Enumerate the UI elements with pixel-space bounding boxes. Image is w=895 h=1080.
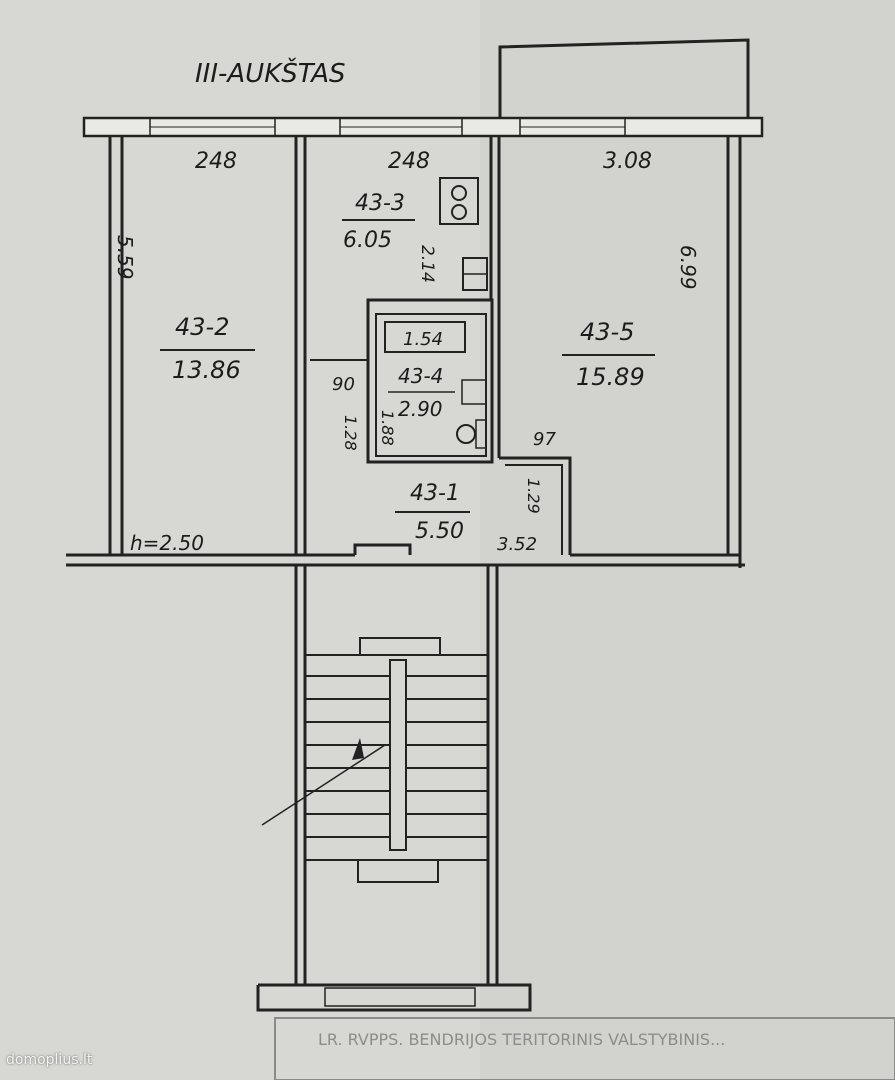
stair-cut-line xyxy=(261,744,386,826)
dim-hall-b: 97 xyxy=(533,429,556,450)
room-43-3-area: 6.05 xyxy=(343,228,392,253)
bathtub xyxy=(384,321,466,353)
room-43-1-area: 5.50 xyxy=(415,519,464,544)
room-43-4-id: 43-4 xyxy=(398,364,443,388)
room-43-3-id: 43-3 xyxy=(355,191,405,216)
dim-width-room-5: 3.08 xyxy=(603,149,652,174)
watermark: domoplius.lt xyxy=(6,1052,93,1068)
stamp-text: LR. RVPPS. BENDRIJOS TERITORINIS VALSTYB… xyxy=(318,1030,725,1049)
dim-width-room-3: 248 xyxy=(388,149,430,174)
dim-hall-a: 90 xyxy=(332,374,355,395)
dim-bath-a: 1.28 xyxy=(341,415,360,451)
washbasin-icon xyxy=(461,379,487,405)
sink-icon xyxy=(462,257,488,291)
ceiling-height: h=2.50 xyxy=(130,531,204,555)
floor-title: III-AUKŠTAS xyxy=(195,57,346,89)
room-43-2-area: 13.86 xyxy=(172,356,241,384)
stair-arrow-icon xyxy=(352,738,364,760)
stair-treads xyxy=(305,675,488,838)
room-43-1-id: 43-1 xyxy=(410,481,460,506)
dim-length-room-5: 6.99 xyxy=(676,245,700,290)
dim-bath-b: 1.88 xyxy=(378,410,397,446)
room-43-5-area: 15.89 xyxy=(576,363,645,391)
paper-shade xyxy=(480,0,895,1080)
balcony-outline xyxy=(498,38,750,120)
windows xyxy=(149,117,626,1007)
stairwell xyxy=(256,565,532,1012)
dim-hall-c: 1.29 xyxy=(524,478,543,514)
dim-length-room-2: 5.59 xyxy=(113,235,137,280)
room-43-4-area: 2.90 xyxy=(398,397,443,421)
apartment-walls xyxy=(66,116,764,568)
toilet-icon xyxy=(456,419,487,449)
dim-width-room-2: 248 xyxy=(195,149,237,174)
dim-bathtub: 1.54 xyxy=(403,329,443,350)
stove-icon xyxy=(439,177,479,225)
dim-kitchen: 2.14 xyxy=(417,245,437,283)
dim-hall-d: 3.52 xyxy=(497,534,537,555)
stamp-box xyxy=(274,1017,895,1080)
room-43-2-id: 43-2 xyxy=(175,313,229,341)
room-43-5-id: 43-5 xyxy=(580,318,634,346)
